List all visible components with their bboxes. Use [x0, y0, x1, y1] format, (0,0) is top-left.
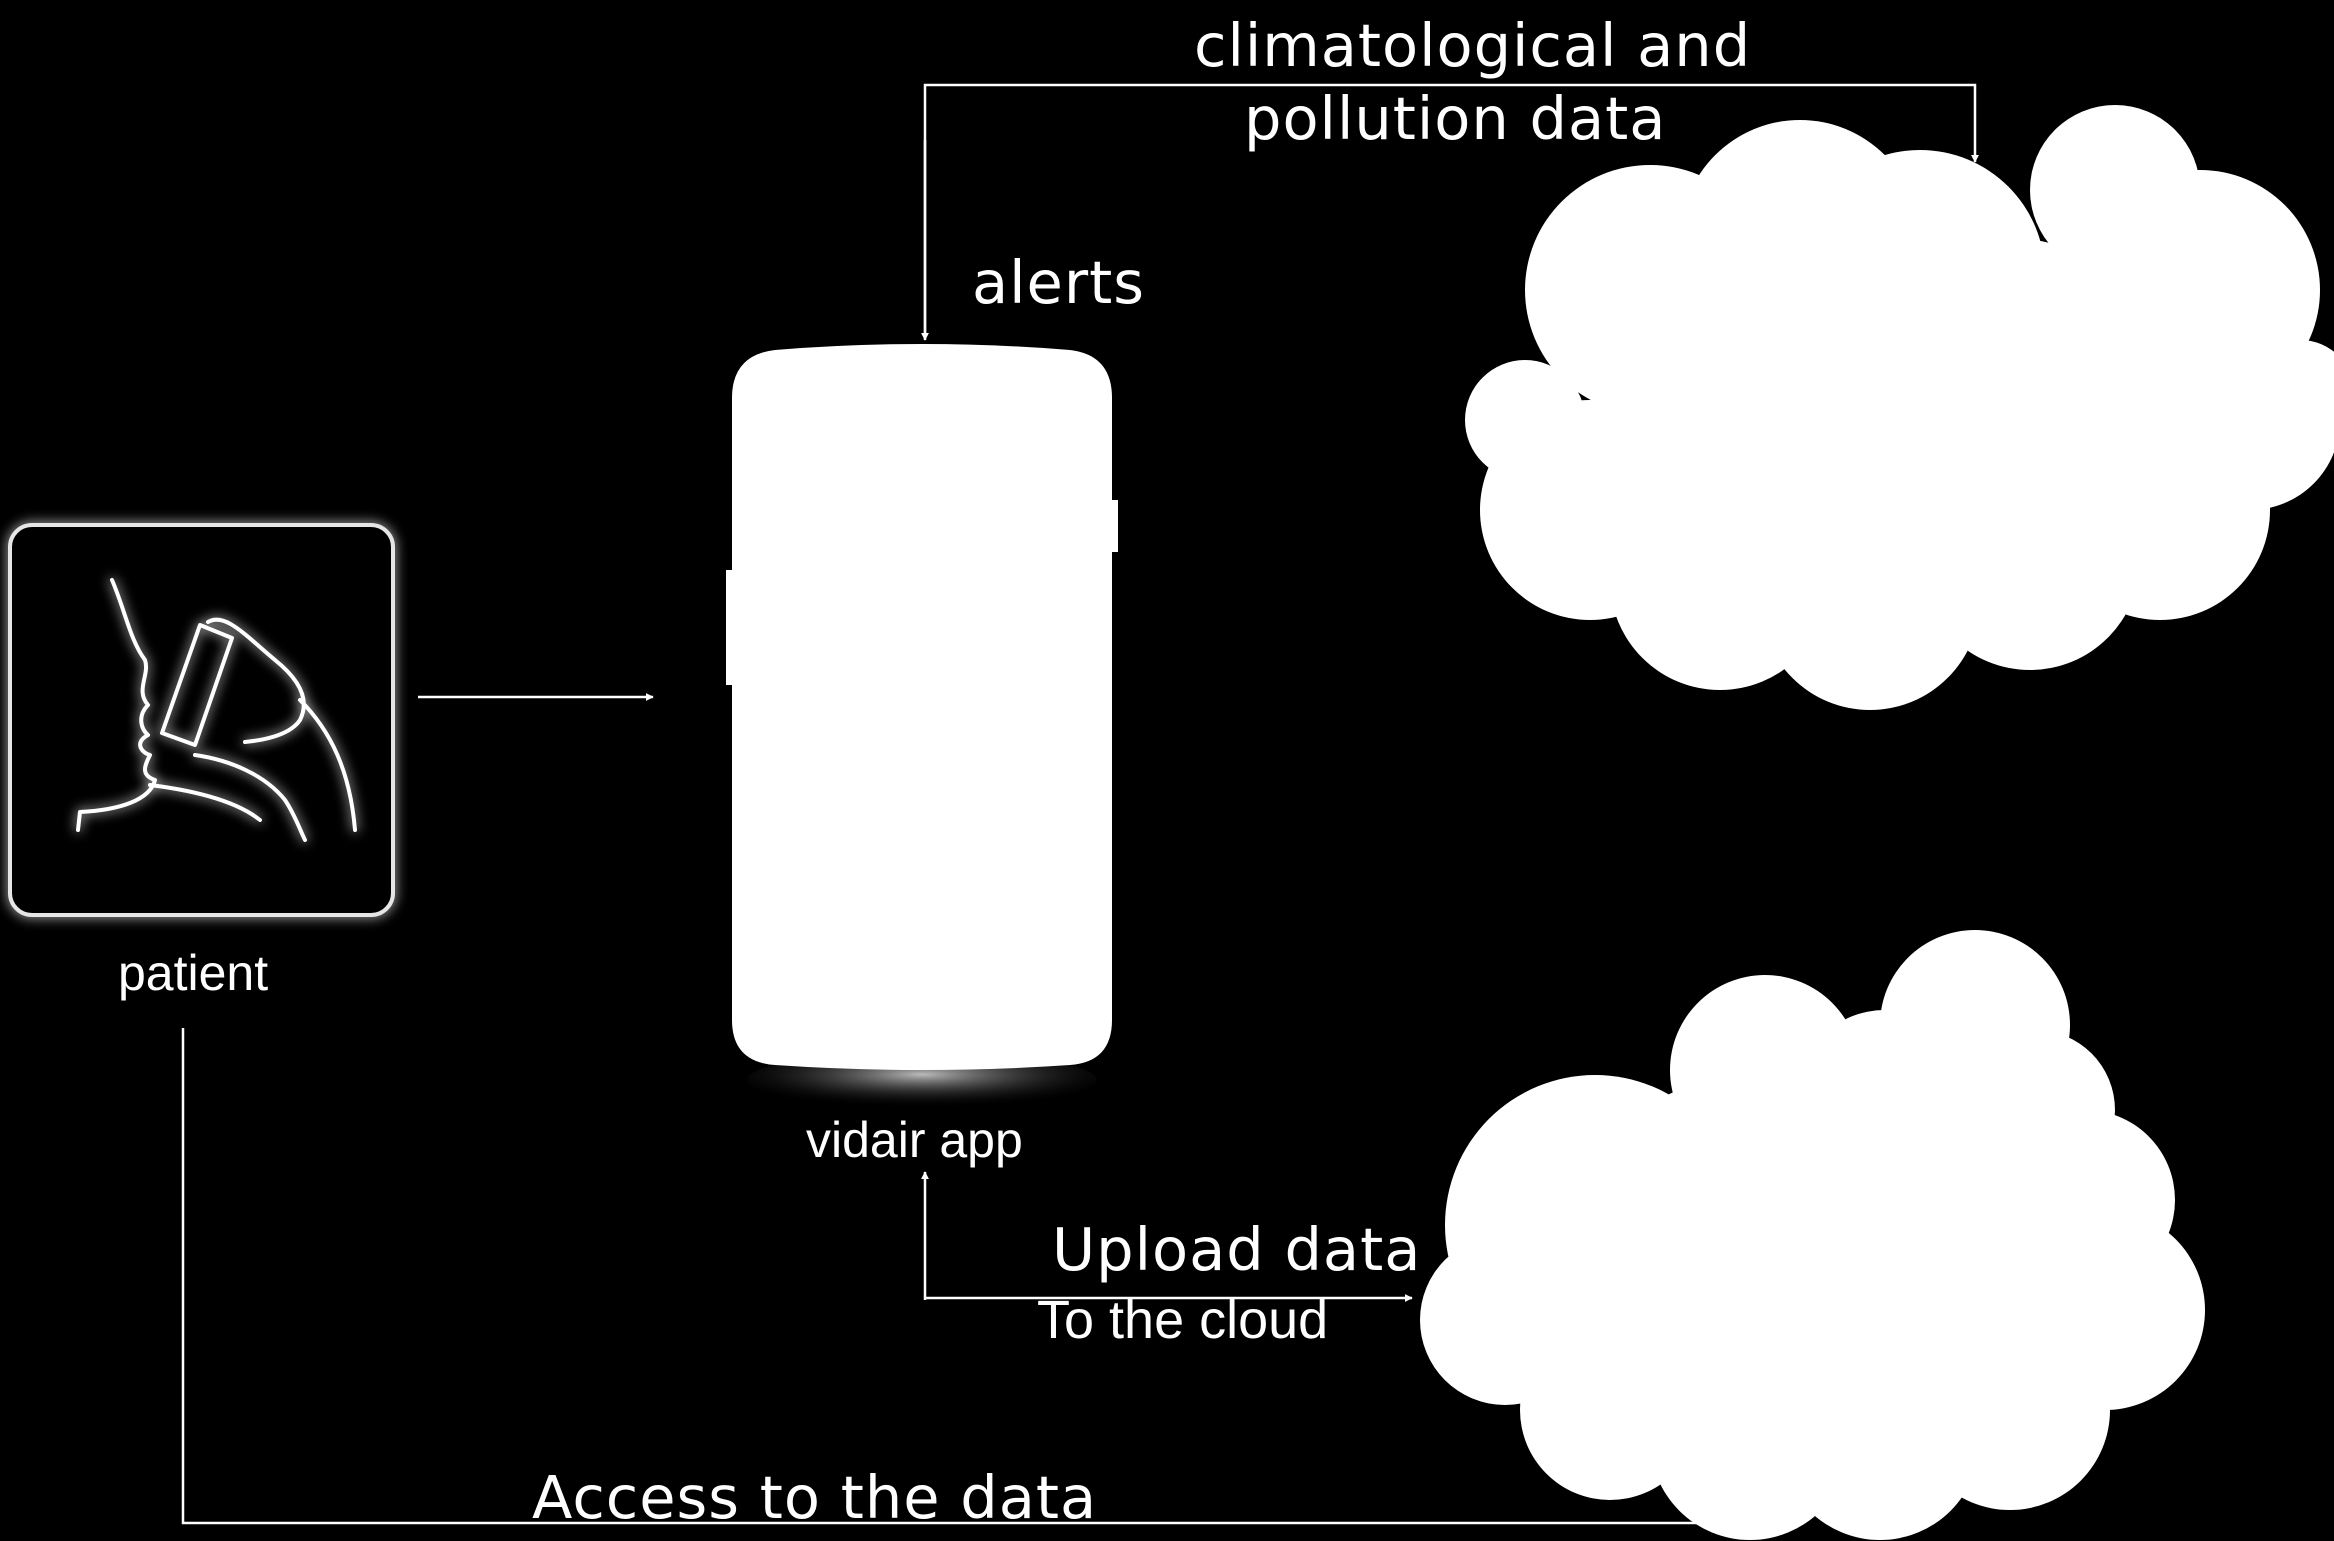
climate-label-line2: pollution data [1244, 84, 1667, 153]
app-label: vidair app [806, 1112, 1023, 1168]
climate-label-line1: climatological and [1194, 11, 1752, 80]
inhaler-icon [76, 578, 357, 842]
pollution-data-cloud [1465, 105, 2334, 710]
storage-cloud [1420, 930, 2205, 1540]
smartphone-icon [726, 344, 1118, 1108]
access-data-link [181, 1028, 1700, 1525]
patient-label: patient [118, 945, 269, 1001]
alerts-label: alerts [972, 248, 1145, 317]
upload-label-line2: To the cloud [1037, 1290, 1329, 1350]
access-label: Access to the data [532, 1463, 1098, 1532]
connectors [181, 83, 1979, 1525]
upload-label-line1: Upload data [1052, 1215, 1422, 1284]
patient-icon-box [8, 523, 395, 917]
